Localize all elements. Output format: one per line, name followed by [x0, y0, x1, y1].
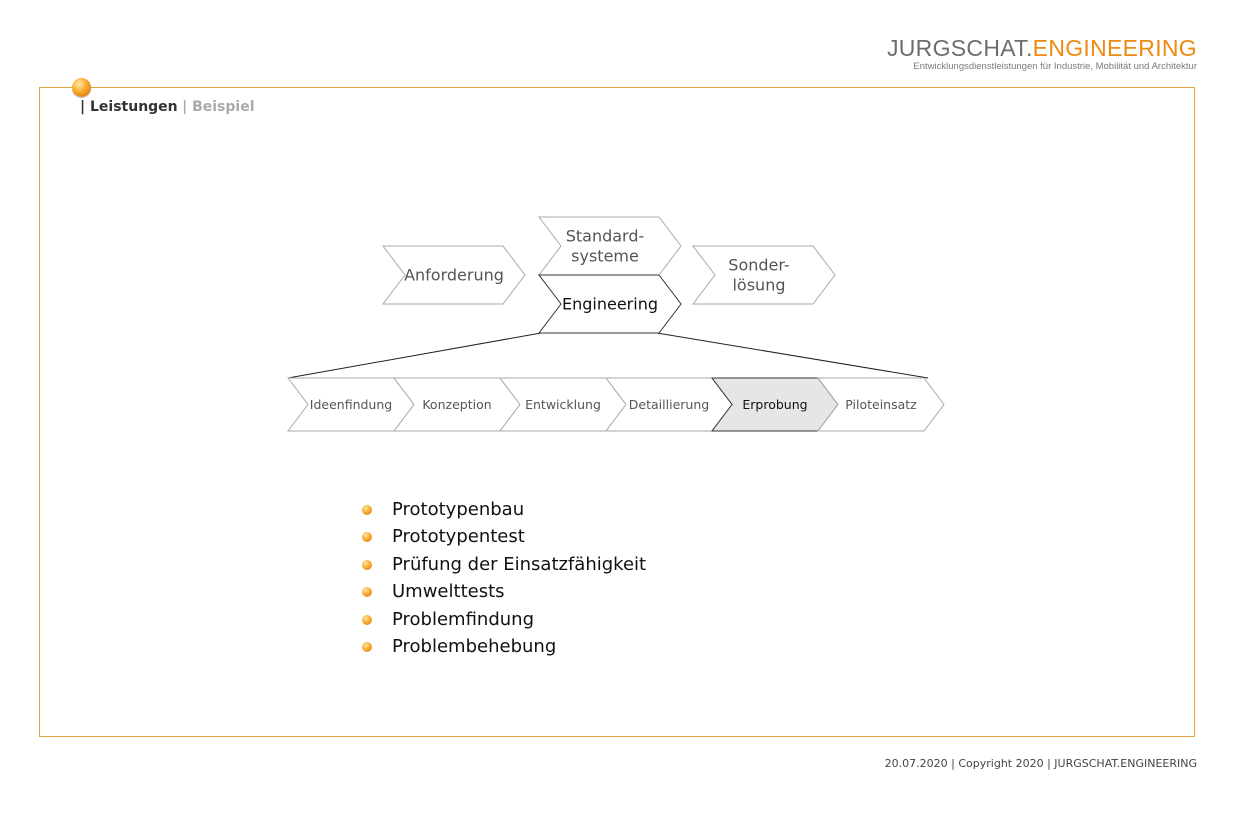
bullet-dot-icon	[362, 559, 372, 570]
bullet-dot-icon	[362, 642, 372, 653]
list-item-text: Prüfung der Einsatzfähigkeit	[392, 553, 647, 575]
list-item-text: Problembehebung	[392, 636, 557, 658]
chevron-anforderung	[381, 245, 526, 305]
bullet-list: Prototypenbau Prototypentest Prüfung der…	[360, 496, 646, 660]
chevron-sonderloesung-label: lösung	[732, 275, 785, 294]
list-item: Problembehebung	[360, 633, 646, 660]
list-item: Problemfindung	[360, 606, 646, 633]
process-step-piloteinsatz-label: Piloteinsatz	[845, 397, 917, 412]
logo-wordmark-part2: ENGINEERING	[1032, 35, 1197, 61]
chevron-sonderloesung	[691, 245, 836, 305]
logo-wordmark: JURGSCHAT.ENGINEERING	[887, 36, 1197, 60]
chevron-standardsysteme-label: Standard-	[566, 227, 645, 246]
chevron-engineering	[537, 274, 682, 334]
list-item: Prototypenbau	[360, 496, 646, 523]
connector-line-right	[656, 332, 929, 379]
list-item: Prototypentest	[360, 523, 646, 550]
process-step-konzeption-label: Konzeption	[422, 397, 491, 412]
breadcrumb-item-leistungen[interactable]: | Leistungen	[80, 99, 178, 115]
bullet-dot-icon	[362, 532, 372, 543]
chevron-sonderloesung-label: Sonder-	[728, 256, 789, 275]
logo-tagline: Entwicklungsdienstleistungen für Industr…	[913, 61, 1197, 72]
breadcrumb: | Leistungen | Beispiel	[80, 99, 255, 115]
process-step-detaillierung-label: Detaillierung	[629, 397, 709, 412]
process-step-piloteinsatz	[816, 377, 945, 432]
chevron-standardsysteme-label: systeme	[571, 246, 639, 265]
logo-wordmark-part1: JURGSCHAT.	[886, 35, 1033, 61]
company-logo: JURGSCHAT.ENGINEERING Entwicklungsdienst…	[887, 36, 1197, 72]
list-item-text: Prototypentest	[392, 526, 525, 548]
process-step-entwicklung-label: Entwicklung	[525, 397, 601, 412]
process-step-erprobung-label: Erprobung	[742, 397, 807, 412]
list-item-text: Prototypenbau	[392, 499, 525, 520]
bullet-dot-icon	[362, 587, 372, 598]
breadcrumb-item-beispiel[interactable]: | Beispiel	[182, 99, 255, 115]
bullet-dot-icon	[362, 505, 372, 515]
content-frame	[39, 87, 1195, 737]
list-item: Prüfung der Einsatzfähigkeit	[360, 551, 646, 578]
connector-line-left	[287, 332, 542, 379]
list-item-text: Umwelttests	[392, 581, 505, 603]
list-item: Umwelttests	[360, 578, 646, 605]
orange-ball-icon	[72, 78, 91, 97]
list-item-text: Problemfindung	[392, 608, 535, 630]
process-step-ideenfindung-label: Ideenfindung	[310, 397, 392, 412]
bullet-dot-icon	[362, 614, 372, 625]
footer-copyright: 20.07.2020 | Copyright 2020 | JURGSCHAT.…	[884, 757, 1197, 770]
chevron-anforderung-label: Anforderung	[404, 266, 504, 285]
chevron-engineering-label: Engineering	[562, 295, 658, 314]
